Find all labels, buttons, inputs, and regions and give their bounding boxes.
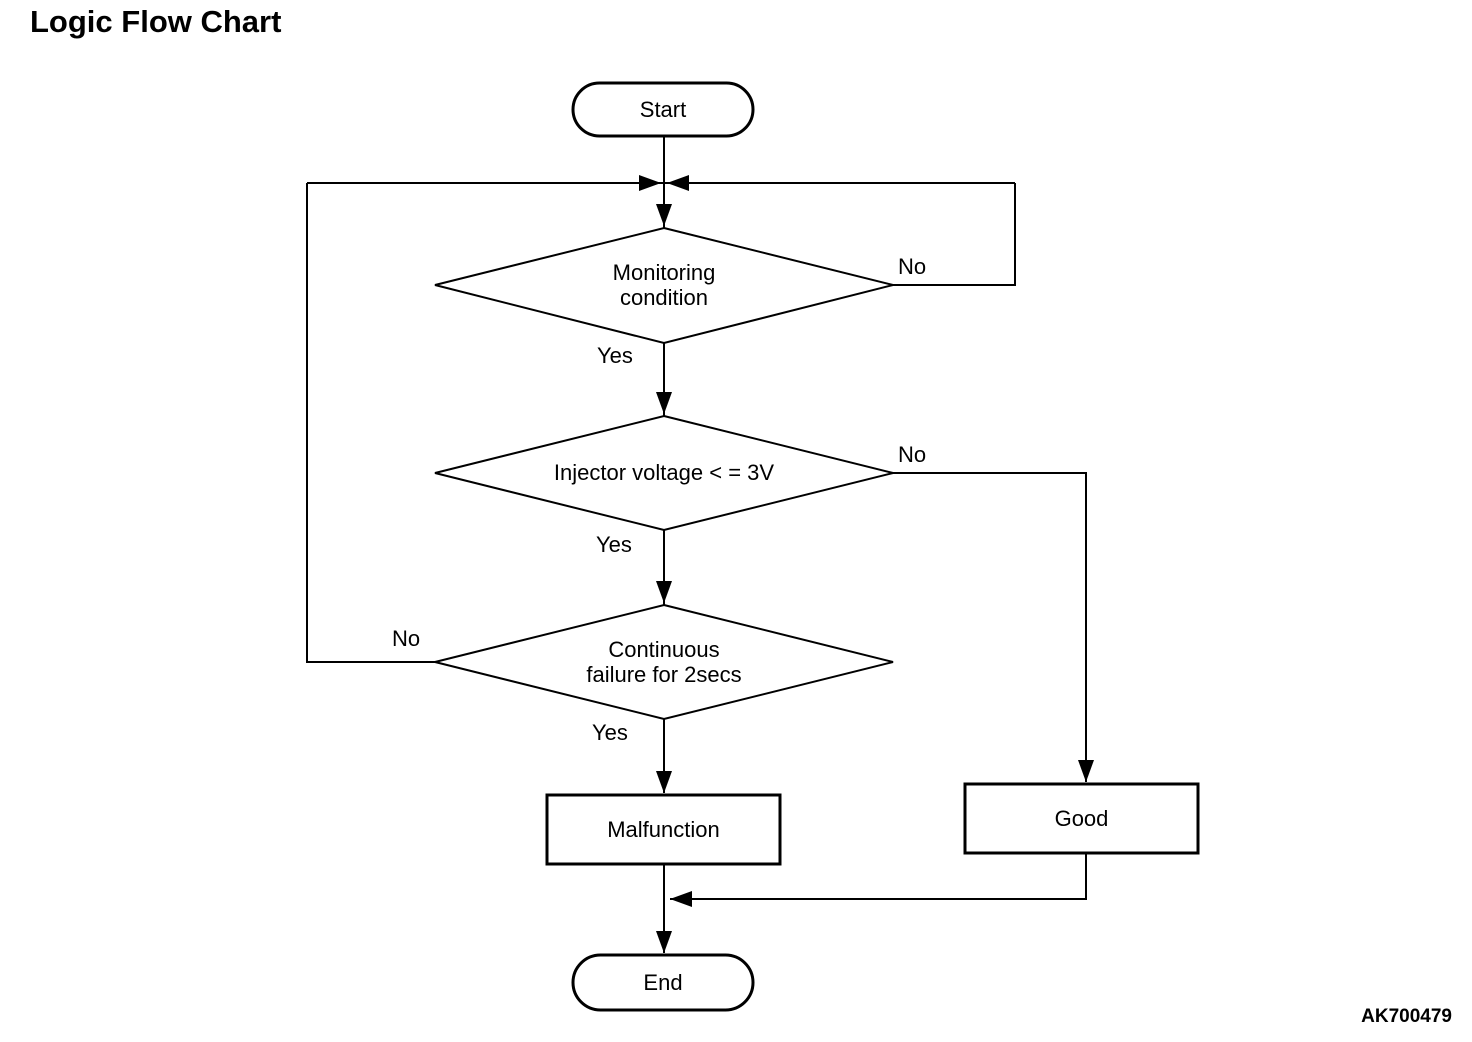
good-process-shape [963, 782, 1200, 855]
decision-monitoring-label: Monitoring condition [612, 259, 716, 310]
arrowhead-into-malfunction-icon [656, 771, 672, 793]
decision-continuous-shape [434, 603, 894, 721]
arrowheads [639, 175, 1094, 953]
arrowhead-junction-left-icon [667, 175, 689, 191]
arrowhead-merge-left-icon [670, 891, 692, 907]
decision-continuous-label: Continuous failure for 2secs [586, 636, 742, 687]
monitoring-no-label: No [898, 254, 927, 279]
start-node-label: Start [639, 96, 687, 122]
edge-continuous-no-loop [306, 183, 435, 663]
decision-injector-label: Injector voltage < = 3V [553, 460, 775, 486]
decision-injector-shape [434, 414, 894, 532]
end-node-label: End [643, 969, 683, 995]
decision-monitoring-shape [434, 226, 894, 345]
injector-yes-label: Yes [596, 532, 632, 557]
arrowhead-junction-right-icon [639, 175, 661, 191]
edge-injector-no-to-good [893, 472, 1087, 782]
monitoring-yes-label: Yes [597, 343, 633, 368]
node-shapes [434, 81, 1200, 1012]
arrowhead-into-good-icon [1078, 760, 1094, 782]
arrowhead-into-monitoring-icon [656, 204, 672, 226]
figure-code: AK700479 [1361, 1006, 1452, 1027]
malfunction-process-shape [545, 793, 782, 866]
good-node-label: Good [1054, 805, 1109, 831]
continuous-no-label: No [392, 626, 421, 651]
malfunction-node-label: Malfunction [607, 816, 720, 842]
arrowhead-into-continuous-icon [656, 581, 672, 603]
end-terminator-shape [571, 953, 755, 1012]
continuous-yes-label: Yes [592, 720, 628, 745]
injector-no-label: No [898, 442, 927, 467]
arrowhead-into-injector-icon [656, 392, 672, 414]
arrowhead-into-end-icon [656, 931, 672, 953]
edge-monitoring-no-loop [893, 183, 1016, 286]
edge-good-to-merge [670, 853, 1087, 900]
page-title: Logic Flow Chart [30, 4, 282, 39]
start-terminator-shape [571, 81, 755, 138]
